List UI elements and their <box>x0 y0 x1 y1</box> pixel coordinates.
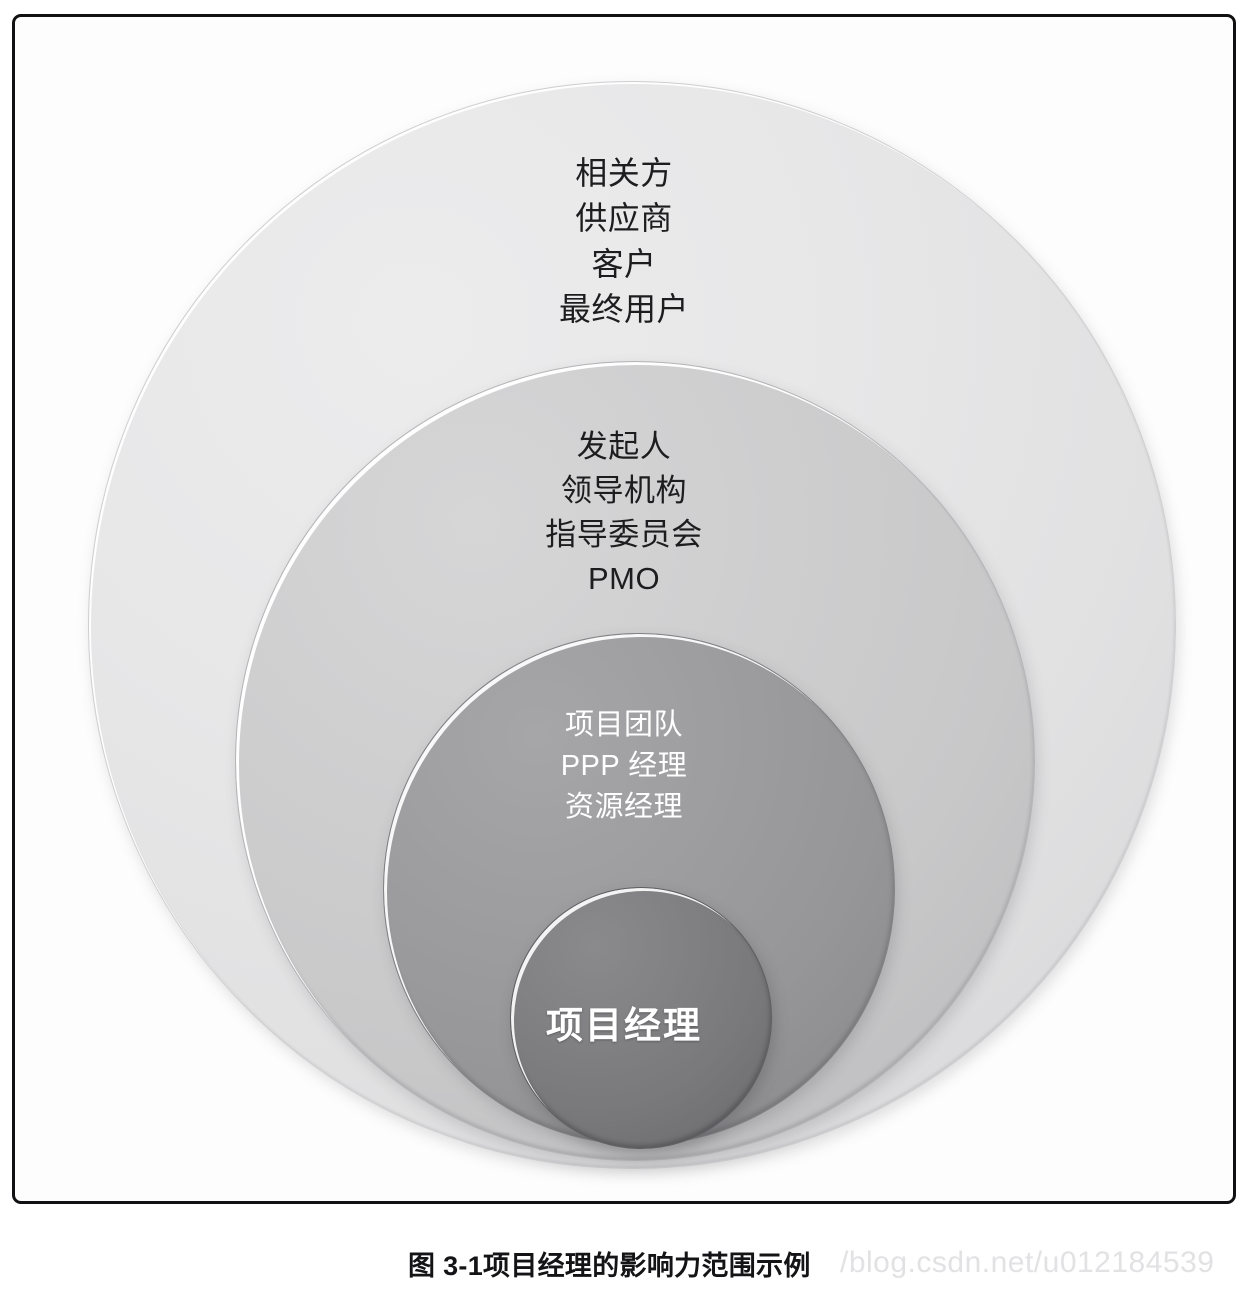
influence-ring-project-manager <box>510 887 772 1149</box>
concentric-circle-diagram: 相关方 供应商 客户 最终用户 发起人 领导机构 指导委员会 PMO 项目团队 … <box>15 17 1233 1201</box>
figure-frame: 相关方 供应商 客户 最终用户 发起人 领导机构 指导委员会 PMO 项目团队 … <box>12 14 1236 1204</box>
figure-caption: 图 3-1项目经理的影响力范围示例 <box>408 1251 811 1281</box>
watermark-text: /blog.csdn.net/u012184539 <box>840 1246 1215 1279</box>
caption-row: 图 3-1项目经理的影响力范围示例 /blog.csdn.net/u012184… <box>0 1244 1248 1296</box>
